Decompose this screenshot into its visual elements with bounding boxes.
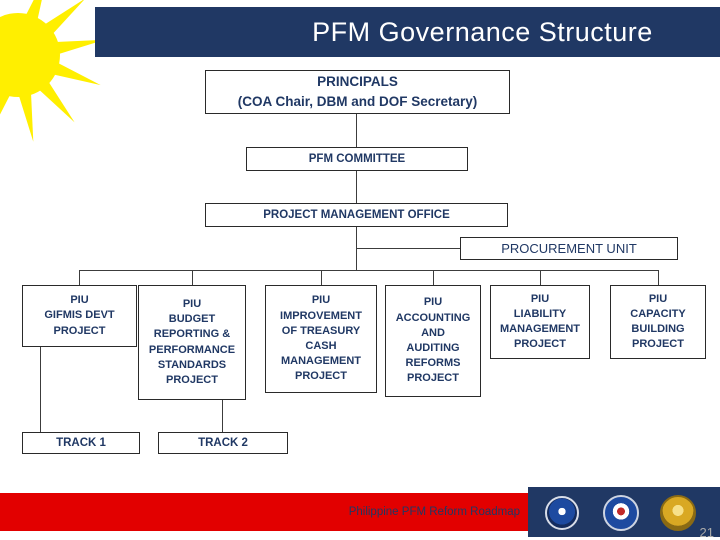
node-piu-accounting-auditing: PIU ACCOUNTING AND AUDITING REFORMS PROJ… (385, 285, 481, 397)
connector-line (540, 270, 541, 285)
node-project-management-office: PROJECT MANAGEMENT OFFICE (205, 203, 508, 227)
connector-line (79, 270, 658, 271)
gov-seal-blue-icon (545, 496, 579, 530)
connector-line (356, 248, 460, 249)
connector-line (658, 270, 659, 285)
footer-seal-panel (528, 487, 720, 537)
philippine-sun-icon (0, 0, 105, 142)
node-piu-liability: PIU LIABILITY MANAGEMENT PROJECT (490, 285, 590, 359)
connector-line (40, 347, 41, 432)
principals-subtitle: (COA Chair, DBM and DOF Secretary) (237, 94, 478, 109)
connector-line (356, 114, 357, 147)
connector-line (222, 400, 223, 432)
node-procurement-unit: PROCUREMENT UNIT (460, 237, 678, 260)
footer-red-bar: Philippine PFM Reform Roadmap (0, 493, 528, 531)
connector-line (321, 270, 322, 285)
principals-title: PRINCIPALS (317, 73, 398, 89)
page-number: 21 (699, 525, 714, 540)
node-track-1: TRACK 1 (22, 432, 140, 454)
node-piu-treasury-cash: PIU IMPROVEMENT OF TREASURY CASH MANAGEM… (265, 285, 377, 393)
node-piu-gifmis: PIU GIFMIS DEVT PROJECT (22, 285, 137, 347)
connector-line (192, 270, 193, 285)
connector-line (79, 270, 80, 285)
node-piu-budget-reporting: PIU BUDGET REPORTING & PERFORMANCE STAND… (138, 285, 246, 400)
footer-label: Philippine PFM Reform Roadmap (348, 506, 520, 518)
connector-line (356, 171, 357, 203)
slide-title: PFM Governance Structure (312, 16, 653, 47)
node-pfm-committee: PFM COMMITTEE (246, 147, 468, 171)
title-banner: PFM Governance Structure (95, 7, 720, 57)
connector-line (433, 270, 434, 285)
node-track-2: TRACK 2 (158, 432, 288, 454)
node-principals: PRINCIPALS (COA Chair, DBM and DOF Secre… (205, 70, 510, 114)
gov-seal-gold-icon (660, 495, 696, 531)
node-piu-capacity: PIU CAPACITY BUILDING PROJECT (610, 285, 706, 359)
gov-seal-navy-red-icon (603, 495, 639, 531)
